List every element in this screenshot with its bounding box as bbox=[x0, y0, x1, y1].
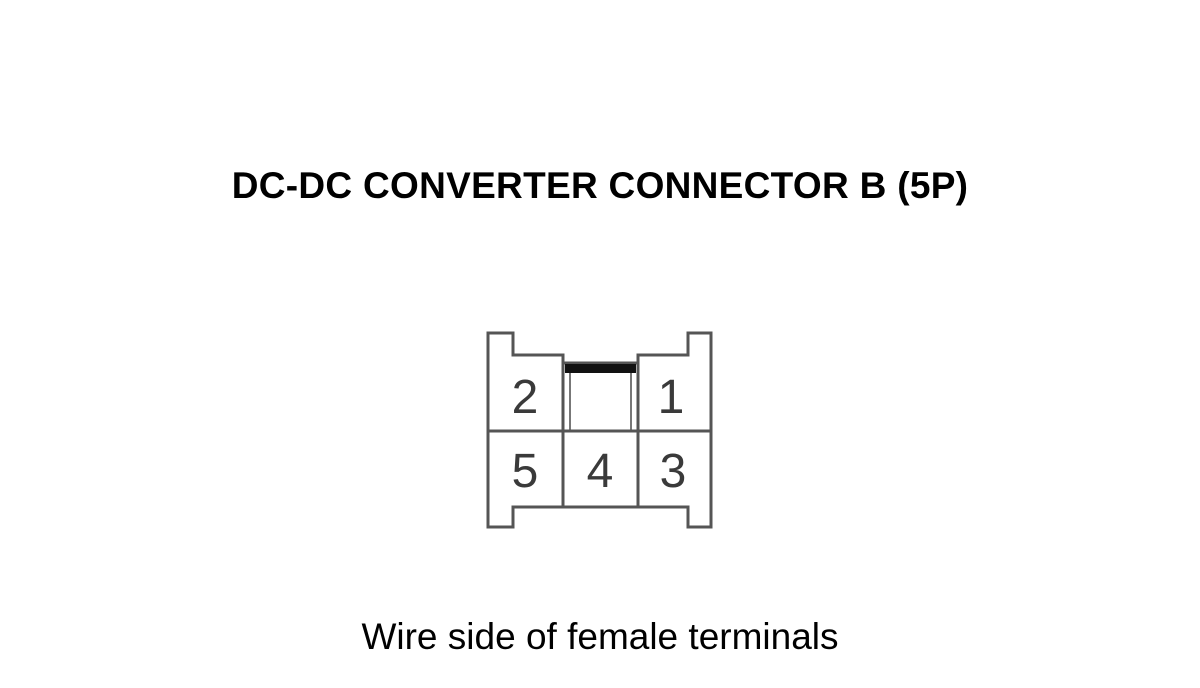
pin-5-label: 5 bbox=[512, 445, 539, 498]
connector-title: DC-DC CONVERTER CONNECTOR B (5P) bbox=[231, 165, 969, 206]
pin-3-label: 3 bbox=[660, 445, 687, 498]
pin-1-label: 1 bbox=[658, 371, 685, 424]
pin-4-label: 4 bbox=[587, 445, 614, 498]
pin-2-label: 2 bbox=[512, 371, 539, 424]
terminal-side-caption: Wire side of female terminals bbox=[361, 616, 839, 657]
connector-lock-key bbox=[565, 364, 636, 373]
